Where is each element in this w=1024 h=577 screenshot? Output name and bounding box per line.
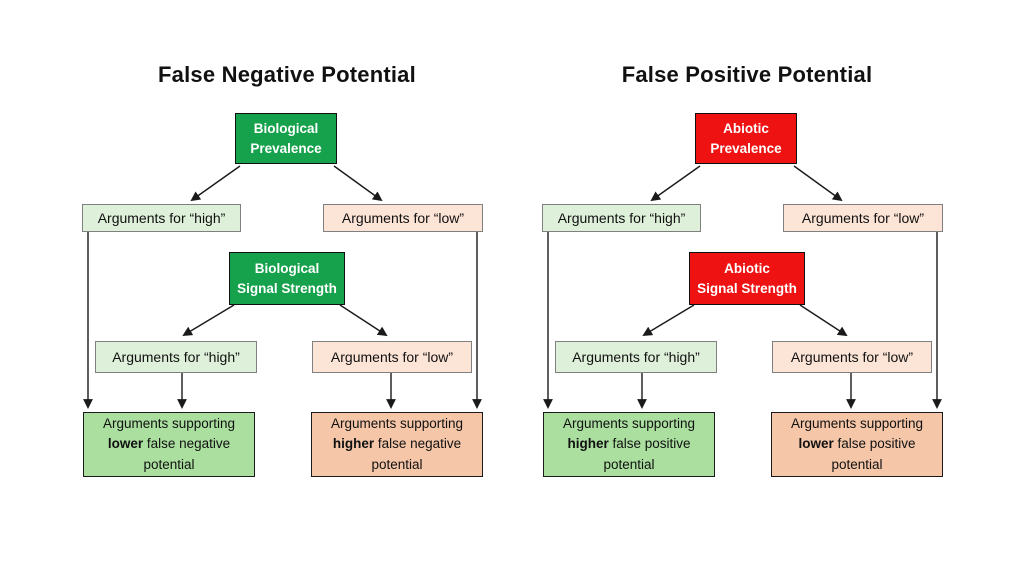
outcome-text: Arguments supporting higher false negati… — [316, 414, 478, 475]
node-signal-low: Arguments for “low” — [772, 341, 932, 373]
outcome-emphasis: higher — [332, 436, 375, 452]
outcome-suffix: false positive potential — [831, 436, 916, 472]
arrow-signal-to-low — [339, 304, 388, 337]
arrow-layer — [83, 165, 482, 409]
node-outcome-higher-fn: Arguments supporting higher false negati… — [311, 412, 483, 477]
node-prevalence-high: Arguments for “high” — [542, 204, 701, 232]
node-prevalence-line2: Prevalence — [710, 140, 782, 156]
node-signal-strength: Biological Signal Strength — [229, 252, 345, 305]
arrow-prevalence-to-low — [333, 165, 383, 202]
arrow-signal-to-high — [182, 304, 235, 337]
outcome-text: Arguments supporting lower false positiv… — [776, 414, 938, 475]
node-prevalence-low: Arguments for “low” — [783, 204, 943, 232]
node-signal-high: Arguments for “high” — [95, 341, 257, 373]
outcome-text: Arguments supporting higher false positi… — [548, 414, 710, 475]
panel-false-positive: False Positive Potential Abiotic Prevale… — [460, 0, 984, 577]
outcome-emphasis: lower — [798, 436, 834, 452]
outcome-suffix: false negative potential — [143, 436, 231, 472]
node-signal-line1: Abiotic — [724, 260, 770, 276]
node-prevalence-line1: Biological — [253, 120, 319, 136]
outcome-emphasis: higher — [567, 436, 609, 452]
node-outcome-lower-fn: Arguments supporting lower false negativ… — [83, 412, 255, 477]
node-prevalence-line1: Abiotic — [723, 120, 769, 136]
outcome-prefix: Arguments supporting — [562, 416, 696, 432]
node-signal-strength: Abiotic Signal Strength — [689, 252, 805, 305]
arrow-layer — [543, 165, 942, 409]
arrow-signal-to-high — [642, 304, 695, 337]
node-signal-line2: Signal Strength — [237, 280, 337, 296]
outcome-prefix: Arguments supporting — [102, 416, 236, 432]
node-prevalence-high: Arguments for “high” — [82, 204, 241, 232]
panel-false-negative: False Negative Potential Biological Prev… — [82, 62, 483, 477]
outcome-suffix: false positive potential — [603, 436, 691, 472]
arrow-prevalence-to-high — [650, 165, 701, 202]
node-prevalence: Abiotic Prevalence — [695, 113, 797, 164]
arrow-prevalence-to-low — [793, 165, 843, 202]
outcome-prefix: Arguments supporting — [330, 416, 464, 432]
outcome-emphasis: lower — [107, 436, 144, 452]
panel-title: False Positive Potential — [621, 62, 873, 87]
node-signal-low: Arguments for “low” — [312, 341, 472, 373]
node-prevalence: Biological Prevalence — [235, 113, 337, 164]
arrow-prevalence-to-high — [190, 165, 241, 202]
node-signal-line1: Biological — [254, 260, 320, 276]
panel-title: False Negative Potential — [158, 62, 416, 87]
outcome-text: Arguments supporting lower false negativ… — [88, 414, 250, 475]
node-outcome-higher-fp: Arguments supporting higher false positi… — [543, 412, 715, 477]
node-prevalence-line2: Prevalence — [250, 140, 322, 156]
node-prevalence-low: Arguments for “low” — [323, 204, 483, 232]
outcome-prefix: Arguments supporting — [790, 416, 924, 432]
node-outcome-lower-fp: Arguments supporting lower false positiv… — [771, 412, 943, 477]
outcome-suffix: false negative potential — [371, 436, 462, 472]
node-signal-line2: Signal Strength — [697, 280, 797, 296]
arrow-signal-to-low — [799, 304, 848, 337]
node-signal-high: Arguments for “high” — [555, 341, 717, 373]
